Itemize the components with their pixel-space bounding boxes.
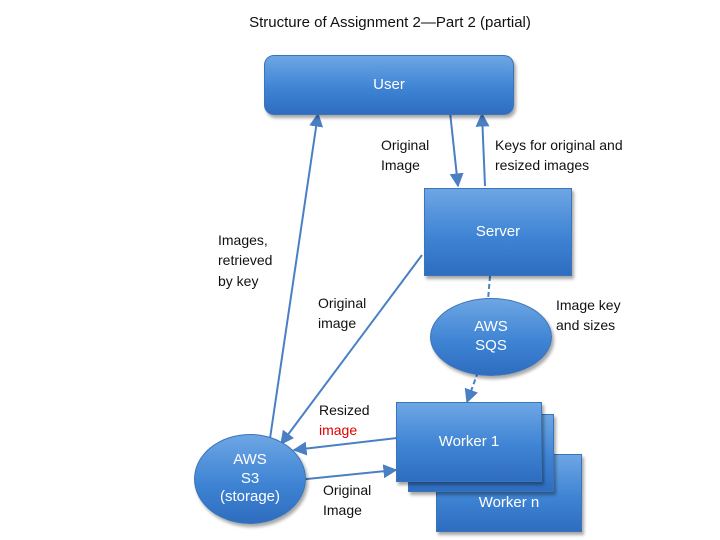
user-node[interactable]: User	[264, 55, 514, 115]
user-node-label: User	[373, 75, 405, 93]
label-keys-for-images: Keys for original and resized images	[495, 137, 623, 174]
arrow-server-to-s3	[280, 254, 423, 446]
sqs-node-label-line1: AWS	[474, 318, 508, 336]
link-server-to-sqs	[487, 275, 491, 301]
worker-1-node[interactable]: Worker 1	[396, 402, 542, 482]
label-images-retrieved-by-key: Images, retrieved by key	[218, 232, 273, 289]
s3-node-label-line1: AWS	[233, 450, 267, 468]
label-resized-image: Resized image	[319, 400, 370, 441]
label-image-key-and-sizes: Image key and sizes	[556, 297, 621, 334]
arrow-s3-to-worker	[296, 464, 398, 481]
arrow-user-to-server	[449, 111, 464, 188]
label-original-image-to-s3: Original image	[318, 295, 367, 332]
arrow-worker-to-s3	[292, 437, 398, 456]
server-node-label: Server	[475, 222, 521, 240]
arrow-s3-to-user	[267, 112, 324, 453]
s3-node-label-line3: (storage)	[219, 488, 281, 506]
label-original-image-to-worker: Original Image	[323, 482, 372, 519]
arrow-server-to-user	[475, 112, 490, 187]
s3-node[interactable]: AWS S3 (storage)	[194, 434, 306, 524]
sqs-node-label-line2: SQS	[475, 337, 507, 354]
arrow-sqs-to-worker	[464, 371, 479, 404]
server-node[interactable]: Server	[424, 188, 572, 276]
sqs-node[interactable]: AWS SQS	[430, 298, 552, 376]
worker-1-node-label: Worker 1	[438, 432, 500, 450]
worker-n-node-label: Worker n	[478, 494, 540, 512]
label-original-image-to-server: Original Image	[381, 137, 430, 174]
resized-image-highlight: image	[319, 422, 358, 439]
s3-node-label-line2: S3	[240, 469, 260, 487]
diagram-title: Structure of Assignment 2—Part 2 (partia…	[249, 14, 531, 31]
